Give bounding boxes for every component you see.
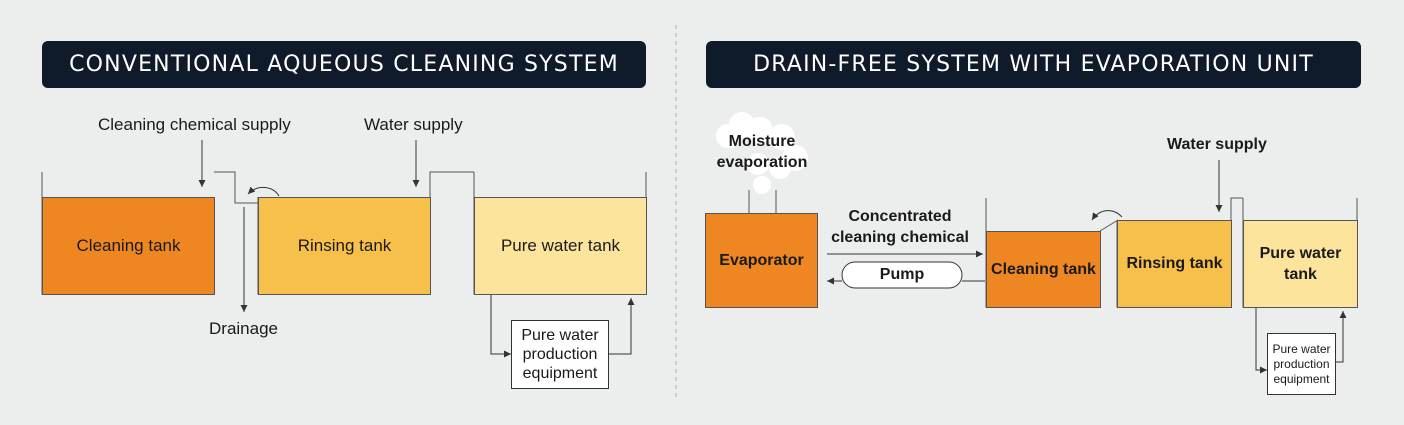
rinsing-tank: Rinsing tank (258, 197, 431, 295)
right-cleaning-tank: Cleaning tank (986, 231, 1101, 308)
right-panel-header: DRAIN-FREE SYSTEM WITH EVAPORATION UNIT (706, 41, 1361, 88)
right-pure-water-tank: Pure water tank (1243, 220, 1358, 308)
concentrated-chemical-label: Concentrated cleaning chemical (831, 208, 969, 246)
drainage-label: Drainage (209, 319, 278, 338)
rinsing-tank-label: Rinsing tank (297, 236, 392, 255)
pure-water-equipment-label: Pure water production equipment (521, 327, 599, 382)
left-panel-header: CONVENTIONAL AQUEOUS CLEANING SYSTEM (42, 41, 646, 88)
right-overflow-arrow (1091, 210, 1123, 221)
evaporator-label: Evaporator (719, 251, 804, 269)
pure-water-tank-label: Pure water tank (500, 236, 621, 255)
cleaning-tank-label: Cleaning tank (76, 236, 181, 255)
right-pure-water-equipment-label: Pure water production equipment (1272, 341, 1331, 386)
right-pure-water-equipment: Pure water production equipment (1267, 333, 1336, 395)
water-supply-label: Water supply (364, 115, 463, 134)
steam-cloud-icon (716, 112, 808, 194)
right-cleaning-tank-label: Cleaning tank (991, 260, 1096, 278)
pure-water-tank: Pure water tank (474, 197, 647, 295)
pump-label: Pump (879, 266, 925, 283)
pump: Pump (842, 262, 962, 288)
right-from-equipment-line (1336, 311, 1347, 363)
right-rinsing-tank: Rinsing tank (1117, 220, 1232, 308)
right-rinsing-tank-label: Rinsing tank (1126, 255, 1223, 272)
pump-shape (841, 261, 963, 289)
moisture-evaporation-label: Moisture evaporation (716, 133, 808, 171)
right-pure-water-tank-label: Pure water tank (1259, 245, 1342, 283)
right-to-equipment-line (1255, 308, 1267, 374)
evaporator-box: Evaporator (705, 213, 818, 308)
from-equipment-line (609, 298, 635, 355)
to-equipment-line (490, 295, 511, 358)
weir-cleaning-rinsing (214, 171, 258, 204)
pure-water-equipment: Pure water production equipment (511, 320, 609, 389)
cleaning-tank: Cleaning tank (42, 197, 215, 295)
weir-right-cleaning-rinsing (1099, 219, 1119, 232)
chemical-supply-label: Cleaning chemical supply (98, 115, 291, 134)
right-water-supply-label: Water supply (1167, 136, 1267, 153)
overflow-arrow (247, 186, 280, 197)
